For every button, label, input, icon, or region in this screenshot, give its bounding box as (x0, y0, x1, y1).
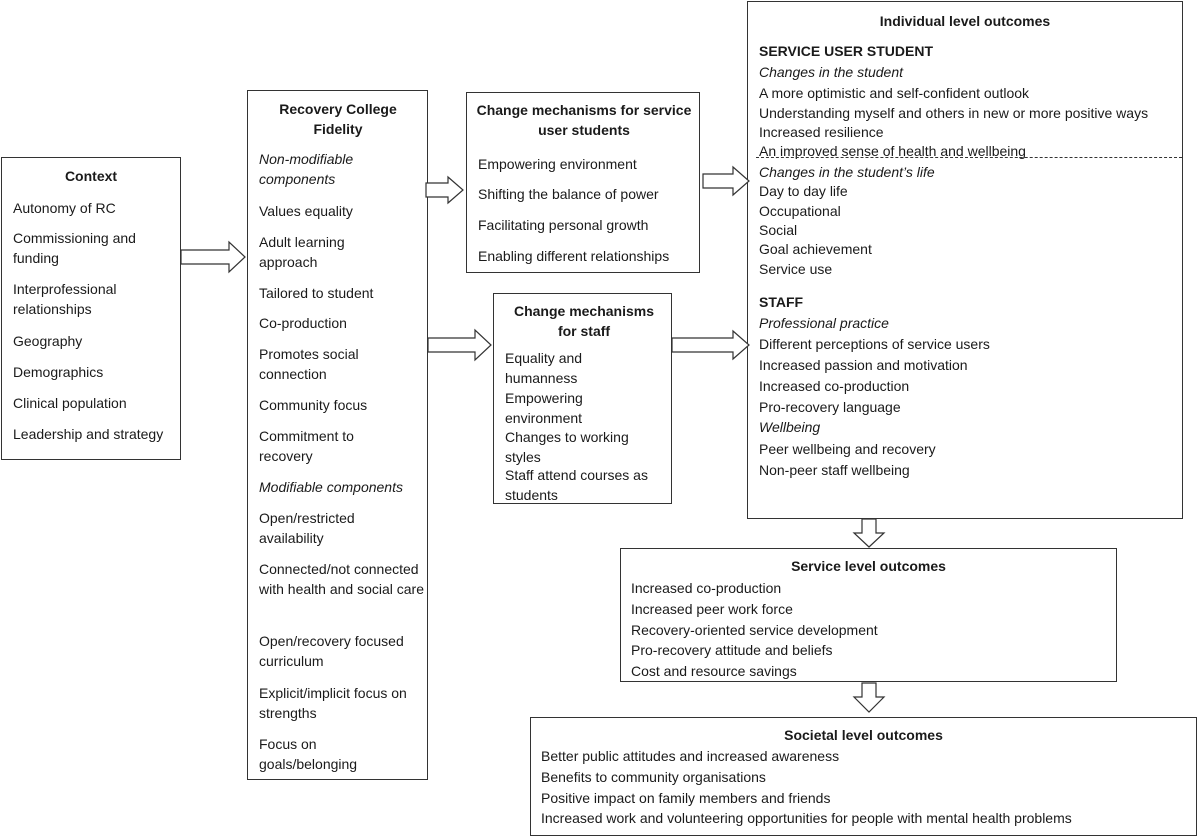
changes-life-item: Goal achievement (759, 241, 872, 257)
section-divider (756, 157, 1182, 158)
changes-life-item: Day to day life (759, 183, 848, 199)
service-user-student-heading: SERVICE USER STUDENT (759, 43, 933, 59)
fidelity-item: Adult learning approach (259, 234, 345, 270)
service-outcomes-title: Service level outcomes (791, 558, 946, 574)
societal-outcome-item: Positive impact on family members and fr… (541, 790, 831, 806)
arrow-context-to-fidelity (180, 240, 246, 274)
service-outcome-item: Increased peer work force (631, 601, 793, 617)
service-outcomes-box: Service level outcomes Increased co-prod… (620, 548, 1117, 682)
arrow-fidelity-to-student-mechanisms (425, 175, 464, 205)
fidelity-item: Co-production (259, 315, 347, 331)
arrow-service-to-societal (852, 682, 886, 713)
changes-student-item: A more optimistic and self-confident out… (759, 85, 1030, 101)
wellbeing-heading: Wellbeing (759, 419, 821, 435)
fidelity-item: Open/recovery focused curriculum (259, 633, 404, 669)
fidelity-title: Recovery College Fidelity (279, 101, 397, 137)
changes-student-item: An improved sense of health and wellbein… (759, 143, 1026, 159)
fidelity-item: Commitment to recovery (259, 428, 354, 464)
service-outcome-item: Pro-recovery attitude and beliefs (631, 642, 833, 658)
societal-outcomes-box: Societal level outcomes Better public at… (530, 717, 1197, 836)
service-outcome-item: Recovery-oriented service development (631, 622, 878, 638)
modifiable-heading: Modifiable components (259, 479, 403, 495)
changes-life-item: Occupational (759, 203, 841, 219)
non-modifiable-heading: Non-modifiable components (259, 151, 354, 187)
arrow-fidelity-to-staff-mechanisms (427, 328, 492, 362)
changes-student-item: Understanding myself and others in new o… (759, 105, 1149, 121)
context-item: Leadership and strategy (13, 426, 164, 442)
individual-outcomes-box: Individual level outcomes SERVICE USER S… (747, 1, 1183, 519)
societal-outcome-item: Increased work and volunteering opportun… (541, 810, 1072, 826)
practice-item: Different perceptions of service users (759, 336, 990, 352)
wellbeing-item: Peer wellbeing and recovery (759, 441, 936, 457)
changes-life-item: Service use (759, 261, 833, 277)
fidelity-item: Focus on goals/belonging (259, 736, 358, 772)
mechanisms-staff-box: Change mechanisms for staff Equality and… (493, 293, 672, 504)
context-item: Interprofessional relationships (13, 281, 117, 317)
societal-outcomes-title: Societal level outcomes (784, 727, 943, 743)
fidelity-item: Promotes social connection (259, 346, 359, 382)
context-item: Geography (13, 333, 83, 349)
context-item: Commissioning and funding (13, 230, 136, 266)
fidelity-item: Community focus (259, 397, 368, 413)
mechanisms-students-item: Enabling different relationships (478, 248, 670, 264)
mechanisms-students-title: Change mechanisms for service user stude… (476, 102, 692, 138)
mechanisms-students-box: Change mechanisms for service user stude… (466, 92, 700, 273)
context-box: Context Autonomy of RC Commissioning and… (1, 157, 181, 460)
individual-outcomes-title: Individual level outcomes (879, 13, 1051, 29)
practice-item: Increased passion and motivation (759, 357, 968, 373)
mechanisms-staff-item: Empowering environment (505, 390, 583, 426)
context-item: Clinical population (13, 395, 127, 411)
fidelity-item: Open/restricted availability (259, 510, 355, 546)
arrow-student-mechanisms-to-individual (702, 165, 750, 197)
fidelity-box: Recovery College Fidelity Non-modifiable… (247, 90, 428, 780)
wellbeing-item: Non-peer staff wellbeing (759, 462, 910, 478)
fidelity-item: Explicit/implicit focus on strengths (259, 685, 407, 721)
changes-life-item: Social (759, 222, 798, 238)
staff-heading: STAFF (759, 294, 804, 310)
mechanisms-staff-item: Staff attend courses as students (505, 467, 648, 503)
mechanisms-staff-item: Equality and humanness (505, 350, 583, 386)
practice-item: Increased co-production (759, 378, 910, 394)
changes-student-item: Increased resilience (759, 124, 884, 140)
societal-outcome-item: Better public attitudes and increased aw… (541, 748, 840, 764)
practice-heading: Professional practice (759, 315, 889, 331)
fidelity-item: Tailored to student (259, 285, 374, 301)
arrow-staff-mechanisms-to-individual (671, 329, 750, 361)
societal-outcome-item: Benefits to community organisations (541, 769, 766, 785)
arrow-individual-to-service (852, 518, 886, 548)
service-outcome-item: Increased co-production (631, 580, 782, 596)
context-item: Autonomy of RC (13, 200, 116, 216)
mechanisms-students-item: Shifting the balance of power (478, 186, 659, 202)
changes-life-heading: Changes in the student’s life (759, 164, 935, 180)
practice-item: Pro-recovery language (759, 399, 901, 415)
service-outcome-item: Cost and resource savings (631, 663, 797, 679)
changes-student-heading: Changes in the student (759, 64, 903, 80)
context-title: Context (64, 168, 118, 184)
mechanisms-staff-title: Change mechanisms for staff (513, 303, 655, 339)
fidelity-item: Values equality (259, 203, 353, 219)
mechanisms-students-item: Facilitating personal growth (478, 217, 649, 233)
fidelity-item: Connected/not connected with health and … (259, 561, 424, 597)
context-item: Demographics (13, 364, 104, 380)
mechanisms-staff-item: Changes to working styles (505, 429, 629, 465)
mechanisms-students-item: Empowering environment (478, 156, 637, 172)
